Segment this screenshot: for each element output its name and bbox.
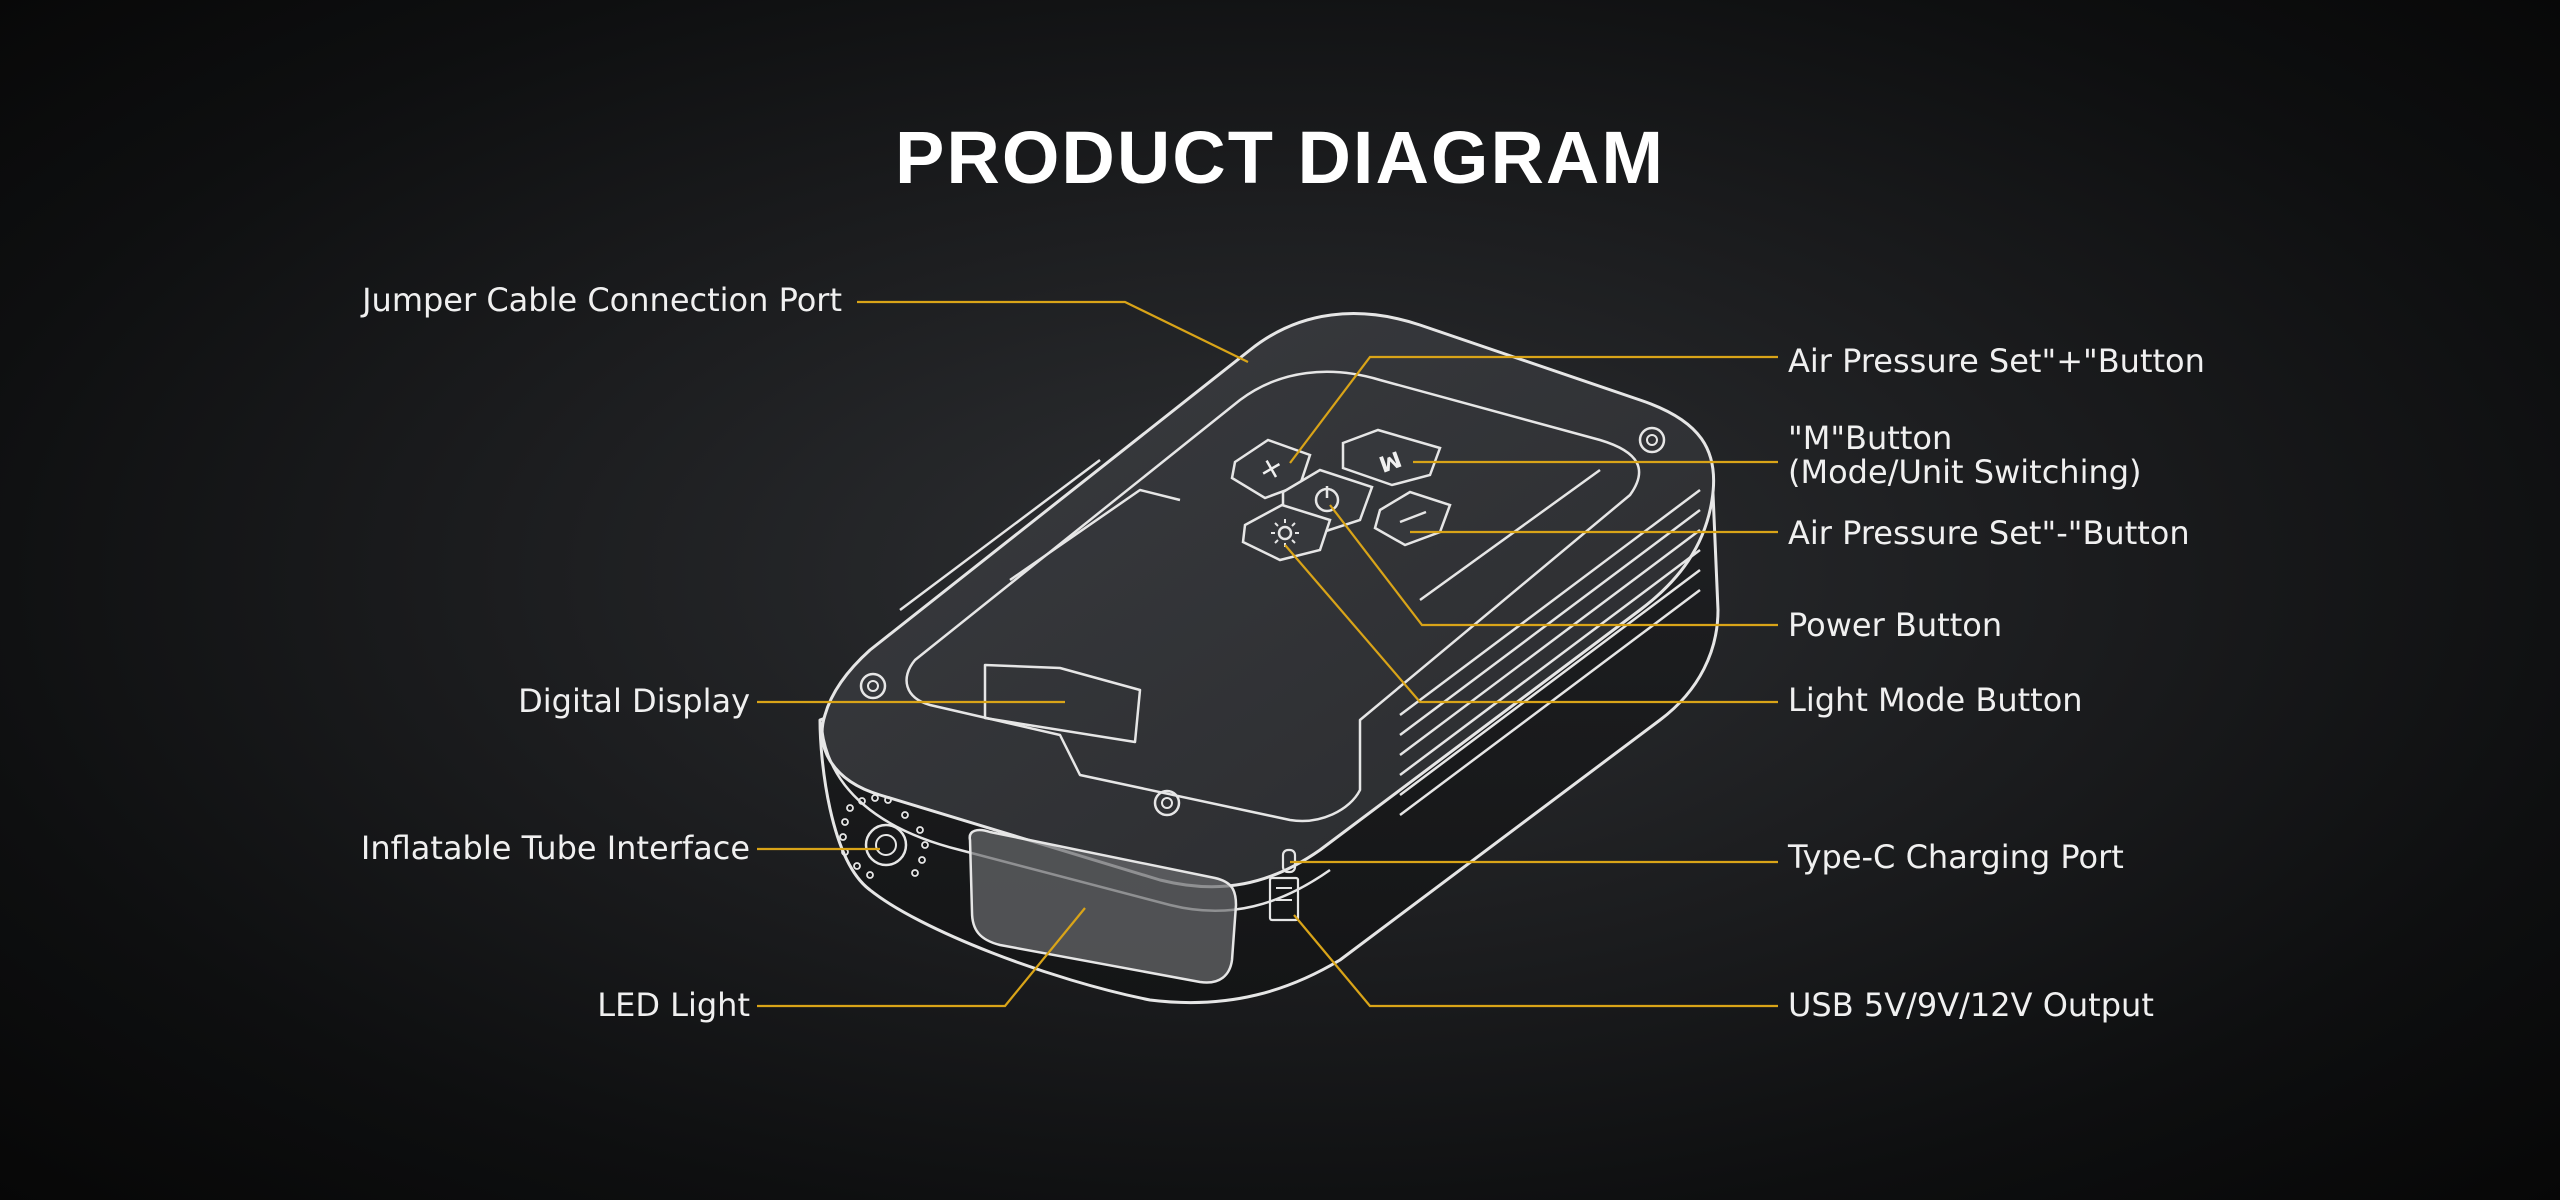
plus-button[interactable]: + (1230, 438, 1312, 500)
device-illustration (818, 312, 1720, 1005)
usb-port (1268, 876, 1300, 922)
digital-display-window (983, 663, 1142, 744)
label-inflatable-tube: Inflatable Tube Interface (360, 829, 750, 867)
label-pressure-plus: Air Pressure Set"+"Button (1788, 342, 2205, 380)
label-m-button-line2: (Mode/Unit Switching) (1788, 453, 2142, 491)
leader-power (1329, 504, 1778, 627)
device-inner-panel (905, 370, 1641, 823)
sun-icon (1277, 525, 1293, 541)
label-jumper-port: Jumper Cable Connection Port (362, 281, 842, 319)
m-button[interactable]: M (1341, 428, 1442, 487)
leader-plus (1289, 355, 1778, 464)
label-m-button-line1: "M"Button (1788, 419, 1953, 457)
leader-jumper (857, 300, 1249, 363)
leader-lines (757, 300, 1778, 1008)
page-title: PRODUCT DIAGRAM (895, 116, 1665, 199)
leader-led (757, 907, 1086, 1008)
leader-light (1284, 544, 1778, 704)
inflation-valve (864, 823, 908, 867)
led-light-window (968, 828, 1238, 984)
label-led-light: LED Light (597, 986, 750, 1024)
label-typec-port: Type-C Charging Port (1788, 838, 2124, 876)
label-usb-output: USB 5V/9V/12V Output (1788, 986, 2154, 1024)
label-digital-display: Digital Display (518, 682, 750, 720)
label-pressure-minus: Air Pressure Set"-"Button (1788, 514, 2190, 552)
label-light-mode: Light Mode Button (1788, 681, 2083, 719)
light-mode-button[interactable] (1241, 503, 1332, 562)
label-power-button: Power Button (1788, 606, 2003, 644)
vent-holes (839, 794, 929, 879)
leader-usb (1293, 914, 1778, 1008)
